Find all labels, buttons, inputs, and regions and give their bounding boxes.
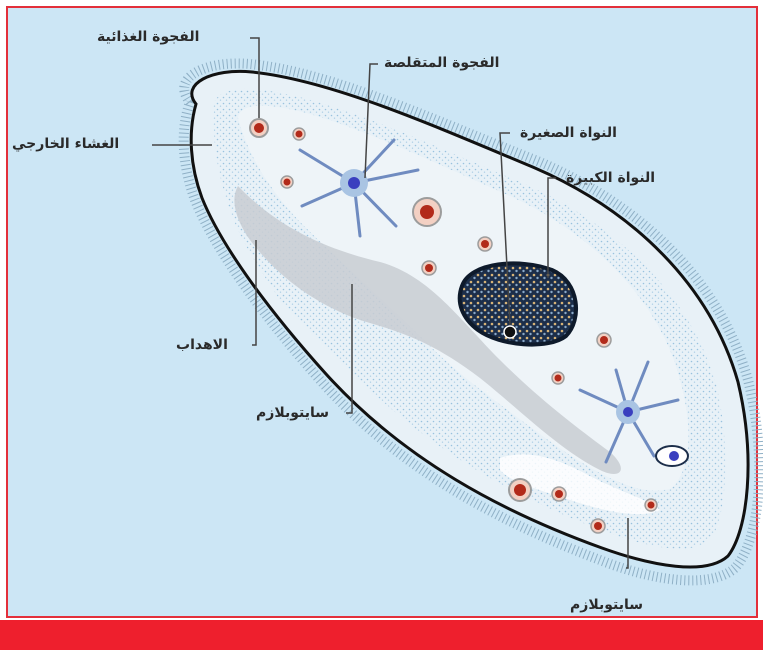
label-cytoplasm-left: سايتوبلازم [256,404,329,422]
label-cell-membrane: الغشاء الخارجي [12,135,119,153]
contractile-vacuole-bottom-core [623,407,633,417]
paramecium-diagram [0,0,763,620]
label-cilia: الاهداب [176,336,228,354]
label-contractile-vacuole: الفجوة المتقلصة [384,54,499,72]
gullet-core [669,451,679,461]
bottom-color-bar [0,620,763,650]
label-micronucleus: النواة الصغيرة [520,124,617,142]
label-food-vacuole: الفجوة الغذائية [97,28,199,46]
label-cytoplasm-bottom: سايتوبلازم [570,596,643,614]
contractile-vacuole-top-core [348,177,360,189]
label-macronucleus: النواة الكبيرة [566,169,655,187]
micronucleus [504,326,516,338]
